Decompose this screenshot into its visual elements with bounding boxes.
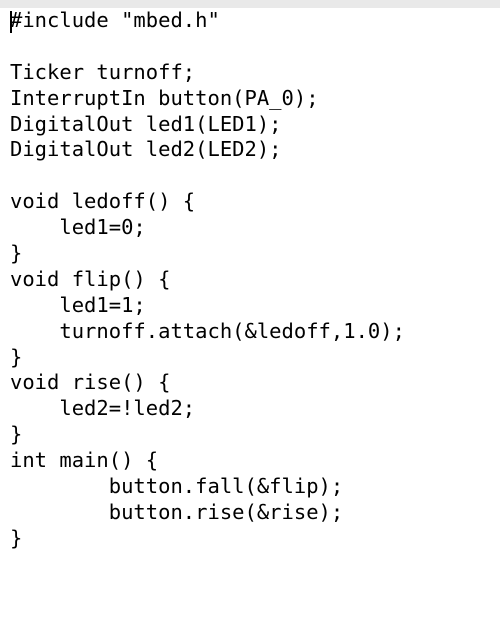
- code-line-9: led1=0;: [10, 215, 146, 240]
- code-line-4: InterruptIn button(PA_0);: [10, 85, 319, 110]
- code-line-11: void flip() {: [10, 266, 171, 291]
- code-line-5: DigitalOut led1(LED1);: [10, 111, 282, 136]
- code-line-21: }: [10, 525, 23, 550]
- code-line-10: }: [10, 241, 23, 266]
- code-line-3: Ticker turnoff;: [10, 59, 196, 84]
- code-line-13: turnoff.attach(&ledoff,1.0);: [10, 318, 405, 343]
- window-top-edge: [0, 0, 500, 8]
- code-line-18: int main() {: [10, 448, 159, 473]
- code-line-7: [10, 163, 500, 189]
- text-cursor: [10, 11, 12, 33]
- code-line-2: [10, 34, 500, 60]
- code-line-16: led2=!led2;: [10, 396, 196, 421]
- code-line-1: #include "mbed.h": [10, 8, 220, 32]
- code-line-6: DigitalOut led2(LED2);: [10, 137, 282, 162]
- code-line-15: void rise() {: [10, 370, 171, 395]
- code-line-8: void ledoff() {: [10, 189, 196, 214]
- code-line-20: button.rise(&rise);: [10, 499, 344, 524]
- code-line-14: }: [10, 344, 23, 369]
- code-line-12: led1=1;: [10, 292, 146, 317]
- code-line-17: }: [10, 422, 23, 447]
- code-text-area[interactable]: #include "mbed.h" Ticker turnoff; Interr…: [10, 8, 500, 632]
- code-line-19: button.fall(&flip);: [10, 474, 344, 499]
